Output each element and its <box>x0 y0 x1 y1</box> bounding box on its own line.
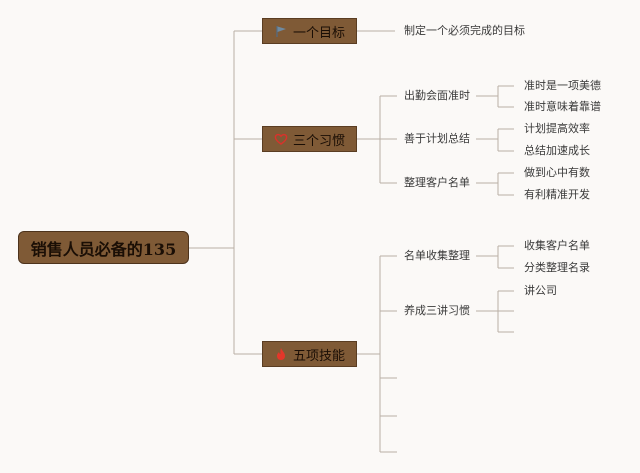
branch-label: 五项技能 <box>292 348 345 364</box>
branch-five-skills[interactable]: 五项技能 <box>262 341 357 367</box>
root-topic-label: 销售人员必备的135 <box>30 239 177 259</box>
topic-node[interactable]: 制定一个必须完成的目标 <box>404 24 525 37</box>
subtopic-node[interactable]: 准时意味着靠谱 <box>524 100 601 113</box>
topic-node[interactable]: 善于计划总结 <box>404 132 470 145</box>
topic-node[interactable]: 整理客户名单 <box>404 176 470 189</box>
branch-label: 一个目标 <box>292 25 345 41</box>
topic-node[interactable]: 养成三讲习惯 <box>404 304 470 317</box>
subtopic-node[interactable]: 计划提高效率 <box>524 122 590 135</box>
topic-node[interactable]: 名单收集整理 <box>404 249 470 262</box>
subtopic-node[interactable]: 分类整理名录 <box>524 261 590 274</box>
subtopic-node[interactable]: 总结加速成长 <box>524 144 590 157</box>
subtopic-node[interactable]: 准时是一项美德 <box>524 79 601 92</box>
subtopic-node[interactable]: 讲公司 <box>524 284 557 297</box>
subtopic-node[interactable]: 收集客户名单 <box>524 239 590 252</box>
branch-three-habits[interactable]: 三个习惯 <box>262 126 357 152</box>
branch-one-goal[interactable]: 一个目标 <box>262 18 357 44</box>
subtopic-node[interactable]: 做到心中有数 <box>524 166 590 179</box>
topic-node[interactable]: 出勤会面准时 <box>404 89 470 102</box>
heart-icon <box>274 132 288 146</box>
flag-icon <box>274 24 288 38</box>
fire-icon <box>274 347 288 361</box>
subtopic-node[interactable]: 有利精准开发 <box>524 188 590 201</box>
root-topic[interactable]: 销售人员必备的135 <box>18 231 189 264</box>
branch-label: 三个习惯 <box>292 133 345 149</box>
